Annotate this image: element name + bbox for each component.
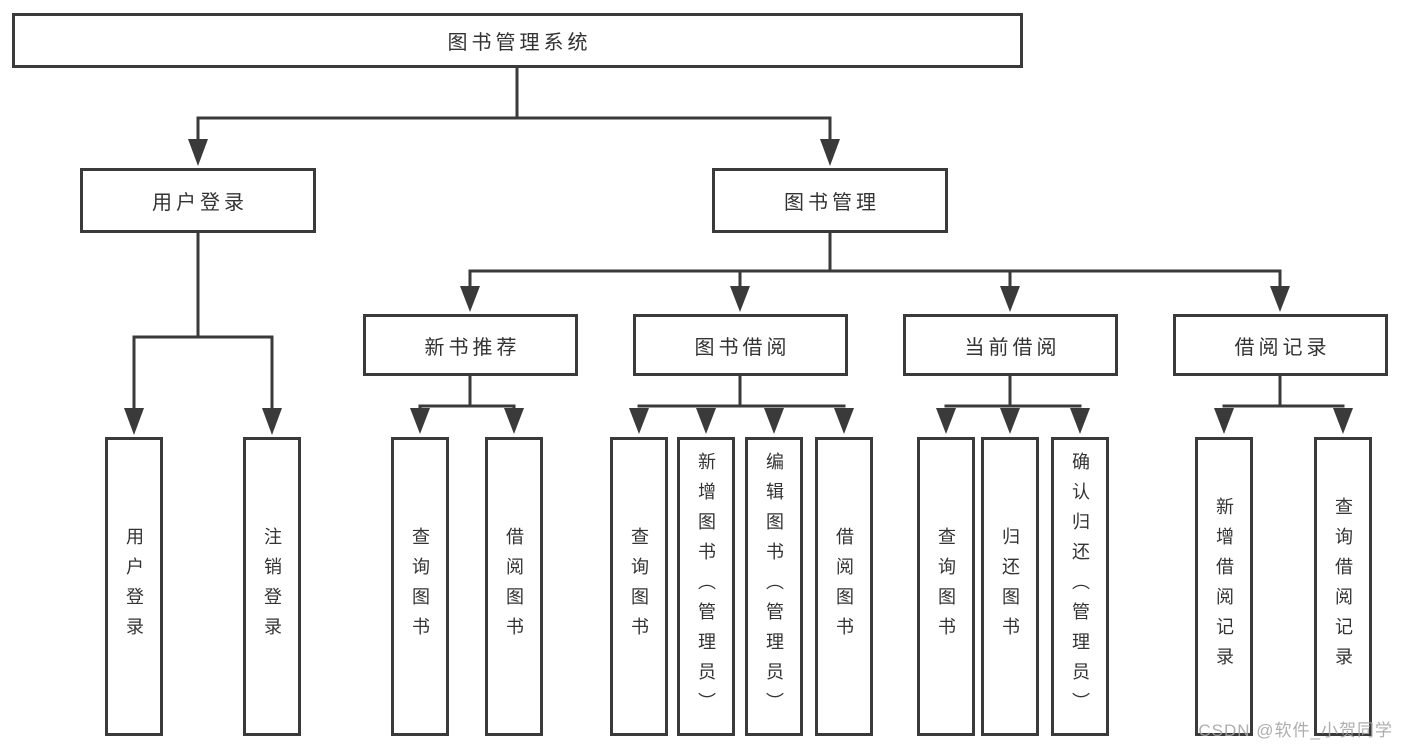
arrowhead-borrow-books-2 <box>834 408 854 434</box>
arrowhead-query-books-2 <box>629 408 649 434</box>
watermark: CSDN @软件_小贺同学 <box>1198 721 1393 740</box>
arrowhead-borrow-books-1 <box>504 408 524 434</box>
arrowhead-query-record <box>1333 408 1353 434</box>
leaf-user-login: 用户登录 <box>105 437 163 736</box>
arrowhead-add-book <box>696 408 716 434</box>
leaf-logout: 注销登录 <box>243 437 301 736</box>
arrowhead-add-record <box>1214 408 1234 434</box>
arrowhead-borrow-records <box>1270 286 1290 312</box>
node-user-login: 用户登录 <box>80 168 316 233</box>
arrowhead-query-books-3 <box>936 408 956 434</box>
leaf-query-books-current: 查询图书 <box>917 437 975 736</box>
arrowhead-return-book <box>1000 408 1020 434</box>
arrowhead-new-book <box>460 286 480 312</box>
leaf-query-borrow-record: 查询借阅记录 <box>1314 437 1372 736</box>
arrowhead-confirm-return <box>1070 408 1090 434</box>
arrowhead-leaf-logout <box>262 408 282 435</box>
leaf-add-book-admin: 新增图书（管理员） <box>677 437 735 736</box>
leaf-edit-book-admin: 编辑图书（管理员） <box>745 437 803 736</box>
node-book-borrow: 图书借阅 <box>633 314 848 376</box>
node-current-borrow: 当前借阅 <box>903 314 1118 376</box>
arrowhead-edit-book <box>764 408 784 434</box>
leaf-query-books-recommend: 查询图书 <box>391 437 449 736</box>
leaf-borrow-books-2: 借阅图书 <box>815 437 873 736</box>
leaf-query-books-borrow: 查询图书 <box>610 437 668 736</box>
arrowhead-leaf-user-login <box>124 408 144 435</box>
node-new-book-recommend: 新书推荐 <box>363 314 578 376</box>
arrowhead-current-borrow <box>1000 286 1020 312</box>
leaf-confirm-return-admin: 确认归还（管理员） <box>1051 437 1109 736</box>
leaf-add-borrow-record: 新增借阅记录 <box>1195 437 1253 736</box>
leaf-borrow-books-recommend: 借阅图书 <box>485 437 543 736</box>
node-borrow-records: 借阅记录 <box>1173 314 1388 376</box>
arrowhead-query-books-1 <box>410 408 430 434</box>
leaf-return-book: 归还图书 <box>981 437 1039 736</box>
arrowhead-book-borrow <box>730 286 750 312</box>
node-root: 图书管理系统 <box>12 13 1023 68</box>
arrowhead-book-management <box>820 139 840 166</box>
node-book-management: 图书管理 <box>712 168 948 233</box>
arrowhead-user-login <box>188 139 208 166</box>
